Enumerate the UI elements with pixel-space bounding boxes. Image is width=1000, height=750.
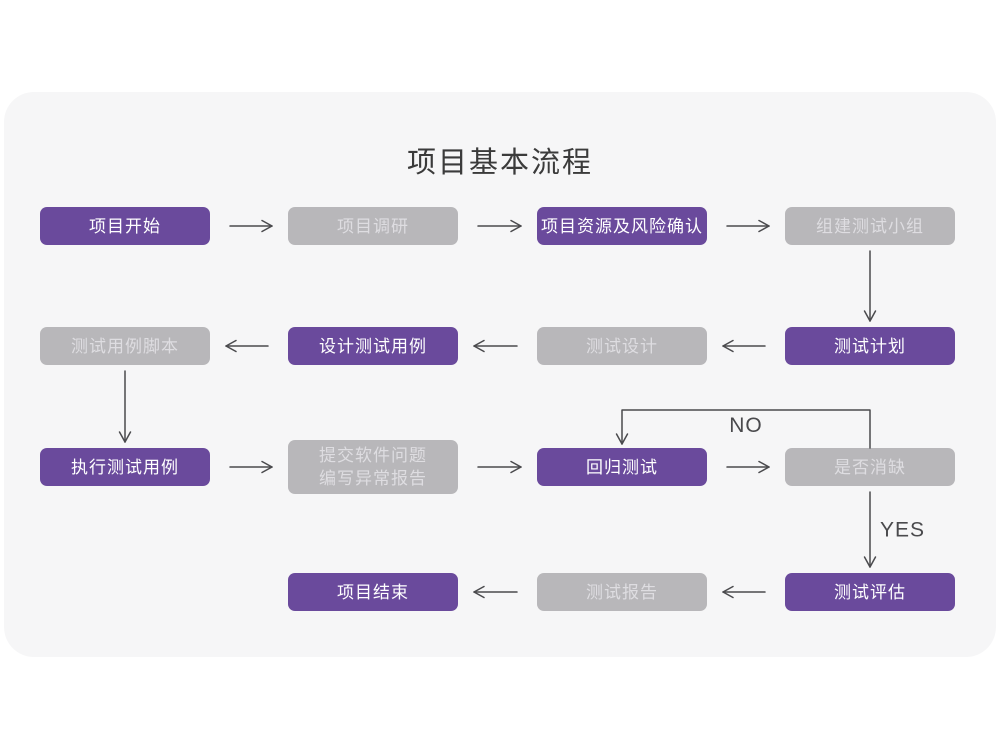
flow-node-evaluate: 测试评估 <box>785 573 955 611</box>
flow-node-issue: 提交软件问题 编写异常报告 <box>288 440 458 494</box>
flow-node-design-case: 设计测试用例 <box>288 327 458 365</box>
flow-node-regression: 回归测试 <box>537 448 707 486</box>
flow-node-end: 项目结束 <box>288 573 458 611</box>
flow-node-plan: 测试计划 <box>785 327 955 365</box>
flow-node-report: 测试报告 <box>537 573 707 611</box>
flow-node-execute: 执行测试用例 <box>40 448 210 486</box>
flow-node-start: 项目开始 <box>40 207 210 245</box>
flow-node-team: 组建测试小组 <box>785 207 955 245</box>
flow-node-risk: 项目资源及风险确认 <box>537 207 707 245</box>
flow-node-test-design: 测试设计 <box>537 327 707 365</box>
flow-node-survey: 项目调研 <box>288 207 458 245</box>
flowchart-card <box>4 92 996 657</box>
flow-node-script: 测试用例脚本 <box>40 327 210 365</box>
flow-node-defect: 是否消缺 <box>785 448 955 486</box>
diagram-title: 项目基本流程 <box>406 147 593 179</box>
